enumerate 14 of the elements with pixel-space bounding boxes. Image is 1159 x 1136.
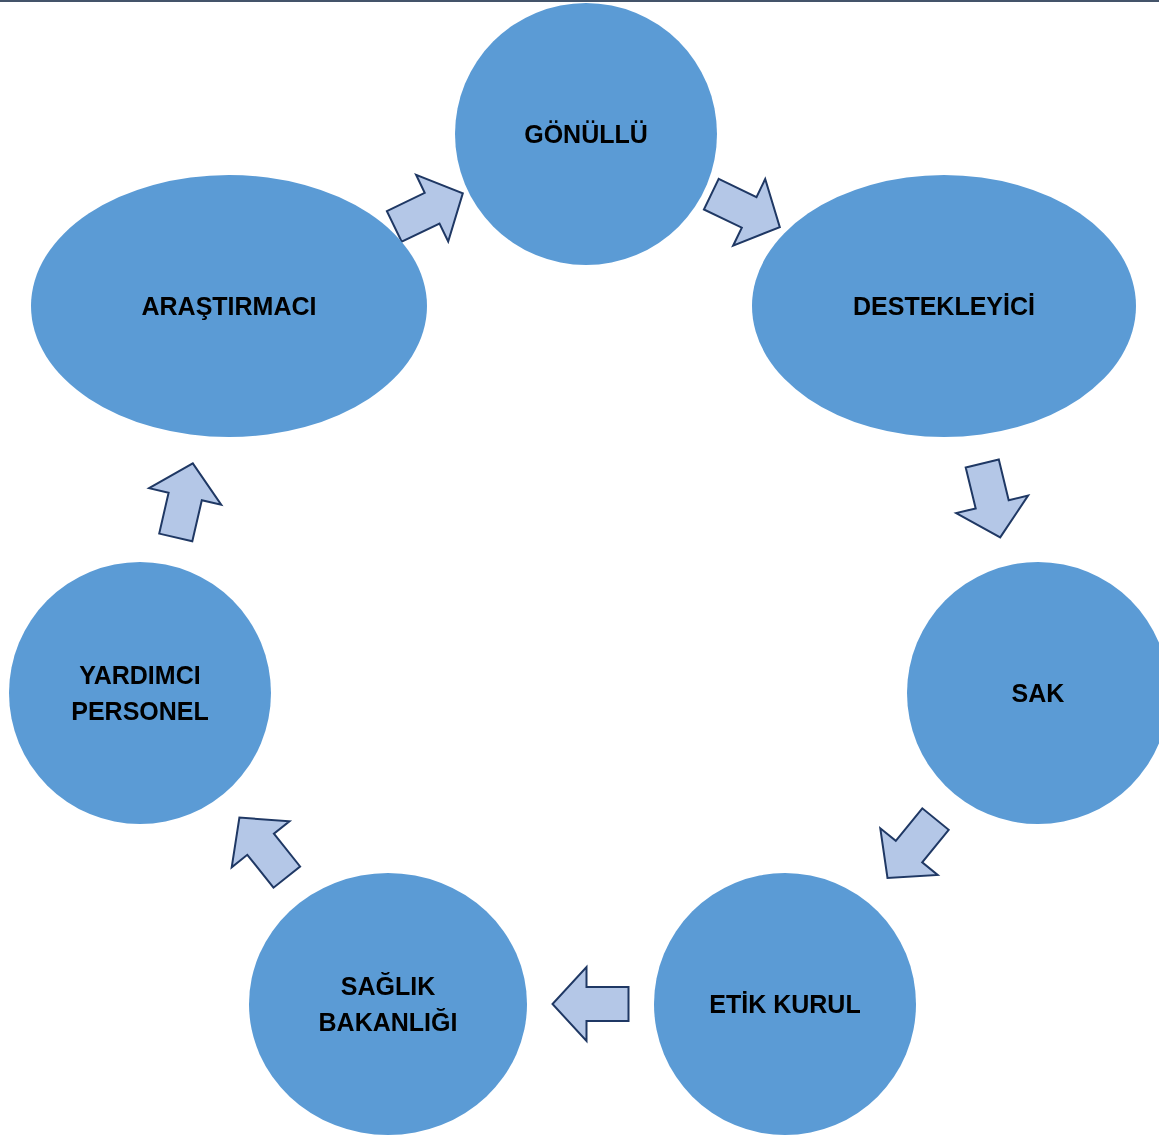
- node-label: SAĞLIK BAKANLIĞI: [317, 970, 459, 1038]
- block-arrow: [702, 176, 782, 248]
- block-arrow: [953, 458, 1031, 539]
- block-arrow: [146, 462, 224, 543]
- node-label: SAK: [1010, 677, 1066, 709]
- node-label: ETİK KURUL: [708, 988, 862, 1020]
- block-arrow: [878, 806, 951, 880]
- block-arrow: [230, 816, 302, 890]
- node-label: ARAŞTIRMACI: [140, 290, 318, 322]
- node-label: DESTEKLEYİCİ: [852, 290, 1036, 322]
- block-arrow: [385, 172, 465, 245]
- node-label: YARDIMCI PERSONEL: [70, 659, 210, 727]
- node-label: GÖNÜLLÜ: [523, 118, 649, 150]
- block-arrow: [551, 964, 630, 1044]
